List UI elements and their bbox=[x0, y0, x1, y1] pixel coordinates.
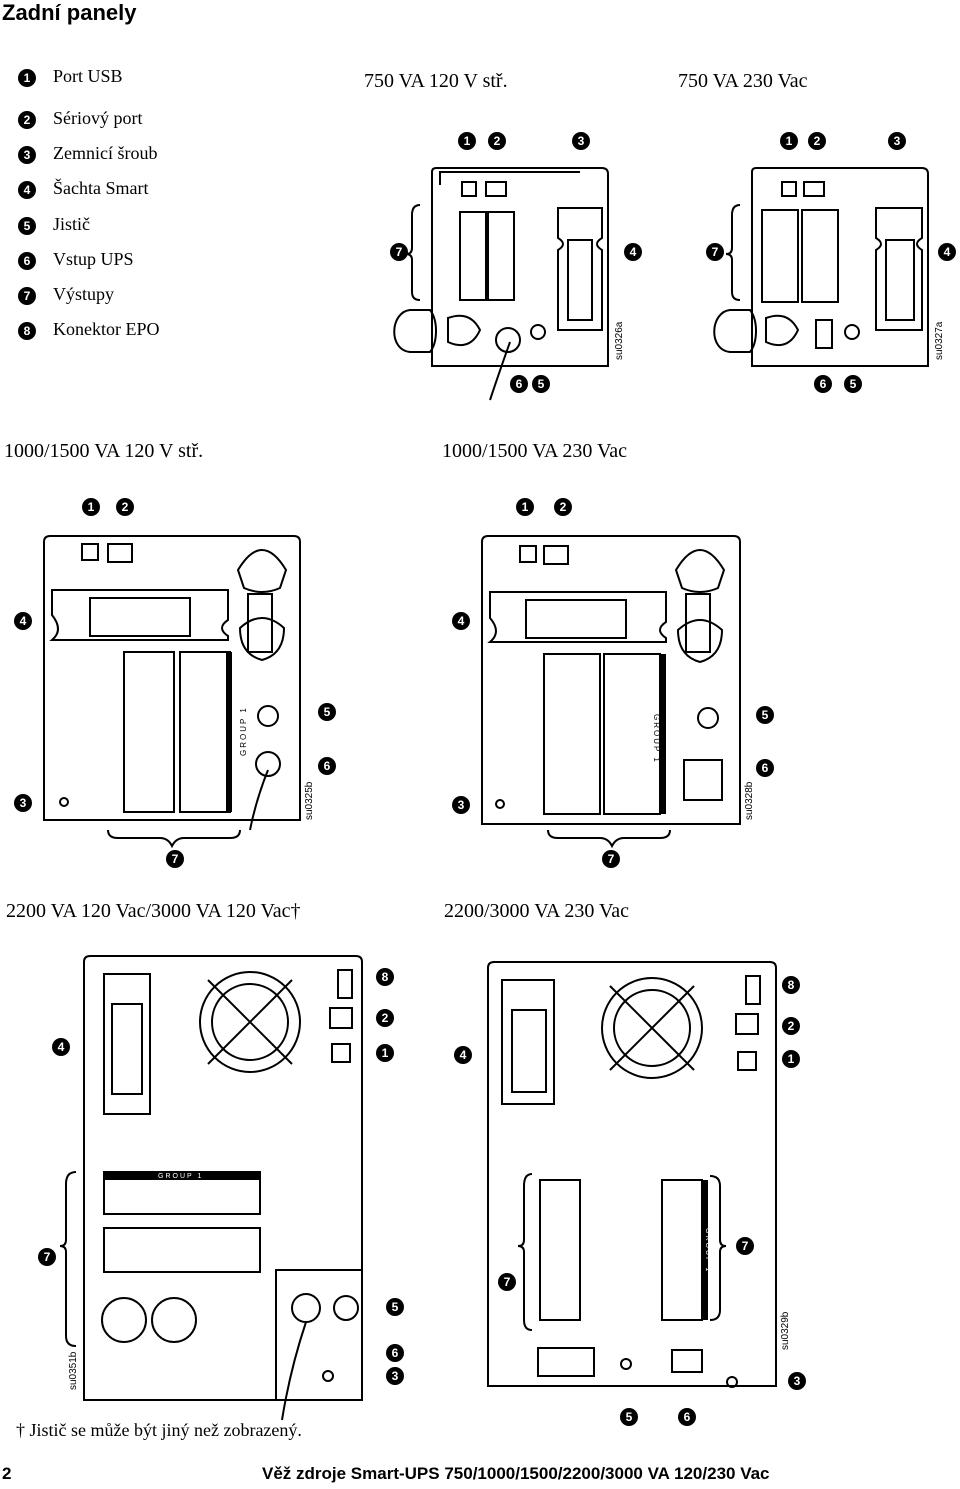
legend-item: 1 Port USB bbox=[18, 66, 123, 87]
legend-label: Konektor EPO bbox=[53, 319, 160, 339]
svg-text:su0327a: su0327a bbox=[934, 321, 945, 360]
group-label: GROUP 1 bbox=[652, 714, 661, 764]
callout-marker: 6 bbox=[386, 1344, 404, 1362]
legend-label: Sériový port bbox=[53, 108, 143, 128]
callout-marker: 6 bbox=[678, 1408, 696, 1426]
callout-marker: 6 bbox=[756, 759, 774, 777]
callout-marker: 4 bbox=[938, 243, 956, 261]
callout-marker: 5 bbox=[844, 375, 862, 393]
legend-item: 4 Šachta Smart bbox=[18, 178, 148, 199]
callout-marker: 1 bbox=[782, 1050, 800, 1068]
callout-badge: 5 bbox=[18, 216, 36, 235]
callout-marker: 7 bbox=[166, 850, 184, 868]
group-label: GROUP 1 bbox=[704, 1228, 711, 1273]
callout-badge: 3 bbox=[18, 145, 36, 164]
callout-marker: 7 bbox=[736, 1237, 754, 1255]
callout-badge: 6 bbox=[18, 251, 36, 270]
callout-marker: 5 bbox=[318, 703, 336, 721]
callout-marker: 2 bbox=[488, 132, 506, 150]
legend-label: Port USB bbox=[53, 66, 123, 86]
callout-badge: 1 bbox=[18, 68, 36, 87]
callout-marker: 2 bbox=[116, 498, 134, 516]
callout-marker: 2 bbox=[376, 1009, 394, 1027]
callout-marker: 1 bbox=[458, 132, 476, 150]
callout-marker: 5 bbox=[756, 706, 774, 724]
callout-marker: 7 bbox=[498, 1273, 516, 1291]
legend-item: 6 Vstup UPS bbox=[18, 249, 134, 270]
callout-marker: 4 bbox=[14, 612, 32, 630]
legend-label: Zemnicí šroub bbox=[53, 143, 158, 163]
legend-label: Výstupy bbox=[53, 284, 115, 304]
callout-marker: 2 bbox=[554, 498, 572, 516]
caption-1000-230: 1000/1500 VA 230 Vac bbox=[442, 440, 628, 462]
callout-marker: 3 bbox=[14, 794, 32, 812]
group-bar bbox=[702, 1180, 708, 1320]
callout-badge: 2 bbox=[18, 110, 36, 129]
caption-2200-230: 2200/3000 VA 230 Vac bbox=[444, 900, 630, 922]
diagram-1000va-230v: GROUP 1 su0328b bbox=[481, 535, 755, 849]
group-label: GROUP 1 bbox=[158, 1173, 203, 1180]
svg-text:su0328b: su0328b bbox=[744, 781, 755, 820]
caption-750-120: 750 VA 120 V stř. bbox=[364, 70, 508, 92]
callout-marker: 6 bbox=[814, 375, 832, 393]
caption-750-230: 750 VA 230 Vac bbox=[678, 70, 808, 92]
diagram-1000va-120v: GROUP 1 su0325b bbox=[43, 535, 315, 849]
callout-marker: 8 bbox=[376, 968, 394, 986]
legend-item: 7 Výstupy bbox=[18, 284, 114, 305]
callout-marker: 2 bbox=[808, 132, 826, 150]
callout-marker: 8 bbox=[782, 976, 800, 994]
callout-marker: 7 bbox=[602, 850, 620, 868]
legend-label: Šachta Smart bbox=[53, 178, 149, 198]
callout-marker: 4 bbox=[454, 1046, 472, 1064]
group-bar bbox=[660, 654, 666, 814]
callout-marker: 1 bbox=[82, 498, 100, 516]
group-bar bbox=[226, 652, 232, 812]
page-footer: Věž zdroje Smart-UPS 750/1000/1500/2200/… bbox=[262, 1464, 770, 1483]
callout-marker: 3 bbox=[788, 1372, 806, 1390]
page-number: 2 bbox=[2, 1464, 12, 1483]
group-bar bbox=[104, 1172, 260, 1180]
callout-marker: 7 bbox=[38, 1248, 56, 1266]
callout-marker: 6 bbox=[510, 375, 528, 393]
callout-marker: 1 bbox=[780, 132, 798, 150]
callout-marker: 3 bbox=[452, 796, 470, 814]
legend-item: 3 Zemnicí šroub bbox=[18, 143, 157, 164]
callout-marker: 5 bbox=[386, 1298, 404, 1316]
legend-item: 2 Sériový port bbox=[18, 108, 143, 129]
group-label: GROUP 1 bbox=[239, 706, 248, 756]
callout-marker: 5 bbox=[620, 1408, 638, 1426]
callout-marker: 4 bbox=[452, 612, 470, 630]
callout-marker: 4 bbox=[624, 243, 642, 261]
svg-text:su0329b: su0329b bbox=[780, 1311, 791, 1350]
callout-marker: 3 bbox=[572, 132, 590, 150]
svg-text:su0351b: su0351b bbox=[68, 1351, 79, 1390]
legend-item: 5 Jistič bbox=[18, 214, 90, 235]
caption-2200-120: 2200 VA 120 Vac/3000 VA 120 Vac† bbox=[6, 900, 301, 922]
callout-marker: 1 bbox=[516, 498, 534, 516]
callout-marker: 4 bbox=[52, 1038, 70, 1056]
page-title: Zadní panely bbox=[2, 0, 137, 25]
caption-1000-120: 1000/1500 VA 120 V stř. bbox=[4, 440, 204, 462]
callout-badge: 4 bbox=[18, 180, 36, 199]
svg-text:su0326a: su0326a bbox=[614, 321, 625, 360]
callout-badge: 8 bbox=[18, 321, 36, 340]
diagram-750va-120v: su0326a bbox=[393, 167, 625, 401]
callout-marker: 1 bbox=[376, 1044, 394, 1062]
legend-label: Jistič bbox=[53, 214, 91, 234]
callout-marker: 5 bbox=[532, 375, 550, 393]
footnote: † Jistič se může být jiný než zobrazený. bbox=[16, 1420, 302, 1440]
callout-marker: 6 bbox=[318, 757, 336, 775]
callout-marker: 7 bbox=[706, 243, 724, 261]
legend-item: 8 Konektor EPO bbox=[18, 319, 160, 340]
callout-marker: 3 bbox=[888, 132, 906, 150]
diagram-750va-230v: su0327a bbox=[713, 167, 945, 367]
callout-marker: 7 bbox=[390, 243, 408, 261]
svg-text:su0325b: su0325b bbox=[304, 781, 315, 820]
diagram-2200va-230v: GROUP 1 su0329b bbox=[487, 961, 791, 1388]
callout-marker: 2 bbox=[782, 1017, 800, 1035]
callout-marker: 3 bbox=[386, 1367, 404, 1385]
diagram-2200va-120v: GROUP 1 su0351b bbox=[59, 955, 363, 1421]
legend-label: Vstup UPS bbox=[53, 249, 134, 269]
callout-badge: 7 bbox=[18, 286, 36, 305]
